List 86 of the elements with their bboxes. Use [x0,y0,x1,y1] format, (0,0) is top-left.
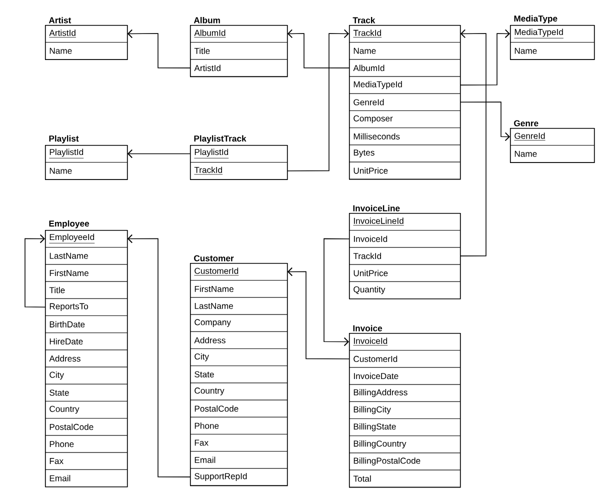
arrow [460,29,510,86]
field-row: BillingPostalCode [349,452,460,470]
field-row: ArtistId [190,59,288,77]
field-row: Company [190,314,288,332]
field-row: PostalCode [45,418,128,436]
arrow [460,29,486,256]
field-row: GenreId [510,128,594,146]
field-row: BillingState [349,418,460,436]
field-row: GenreId [349,93,460,111]
field-row: Country [190,382,288,400]
field-row: PostalCode [190,400,288,418]
field-row: Name [45,42,128,60]
field-row: Name [349,42,460,60]
field-row: MediaTypeId [349,76,460,94]
field-row: Address [45,350,128,368]
field-row: InvoiceDate [349,367,460,385]
field-row: State [190,366,288,384]
field-row: AlbumId [349,59,460,77]
arrow [127,29,190,68]
field-row: CustomerId [190,263,288,280]
field-row: ArtistId [45,25,128,42]
field-row: Milliseconds [349,128,460,146]
node-label: Invoice [353,324,382,332]
arrow [127,149,190,158]
field-row: Total [349,470,460,488]
field-row: UnitPrice [349,162,460,180]
field-row: BillingAddress [349,384,460,402]
field-row: Country [45,401,128,418]
field-row: Quantity [349,281,460,299]
field-row: Phone [190,416,288,434]
field-row: HireDate [45,332,128,350]
node-label: PlaylistTrack [194,135,246,144]
field-row: Name [45,162,128,180]
field-row: FirstName [190,280,288,298]
field-row: Composer [349,110,460,128]
field-row: Phone [45,435,128,453]
field-row: CustomerId [349,350,460,368]
field-row: Name [510,145,594,163]
field-row: PlaylistId [190,145,288,162]
arrow [324,238,350,346]
field-row: State [45,384,128,402]
field-row: TrackId [349,247,460,265]
arrow [460,102,510,142]
field-row: Email [190,451,288,469]
arrow [287,29,349,172]
field-row: FirstName [45,264,128,282]
node-label: Album [194,16,220,24]
field-row: BirthDate [45,316,128,333]
field-row: EmployeeId [45,230,128,248]
field-row: MediaTypeId [510,25,594,42]
field-row: TrackId [190,162,288,180]
node-label: InvoiceLine [353,204,400,212]
node-label: Artist [48,16,72,24]
field-row: City [45,366,128,384]
node-label: Playlist [49,135,79,144]
arrow [24,234,46,308]
field-row: TrackId [349,25,460,42]
arrow [287,267,350,360]
field-row: ReportsTo [45,298,128,316]
field-row: AlbumId [190,25,288,42]
field-row: City [190,348,288,366]
field-row: SupportRepId [190,468,288,486]
node-label: Genre [514,120,538,126]
field-row: BillingCountry [349,436,460,454]
field-row: BillingCity [349,401,460,419]
node-label: Customer [194,255,234,262]
field-row: InvoiceId [349,333,460,350]
field-row: Email [45,469,128,487]
node-label: Track [352,16,376,24]
field-row: Fax [45,452,128,470]
node-label: Employee [49,220,90,228]
field-row: Bytes [349,144,460,162]
node-label: MediaType [514,15,558,24]
field-row: LastName [190,297,288,315]
field-row: LastName [45,247,128,265]
field-row: Name [510,42,594,60]
field-row: UnitPrice [349,264,460,282]
arrow [287,29,350,68]
field-row: PlaylistId [45,145,128,162]
field-row: InvoiceId [349,230,460,248]
field-row: Title [45,281,128,299]
field-row: Address [190,331,288,349]
field-row: InvoiceLineId [349,213,460,230]
field-row: Fax [190,434,288,452]
field-row: Title [190,42,288,60]
arrow [127,234,190,478]
